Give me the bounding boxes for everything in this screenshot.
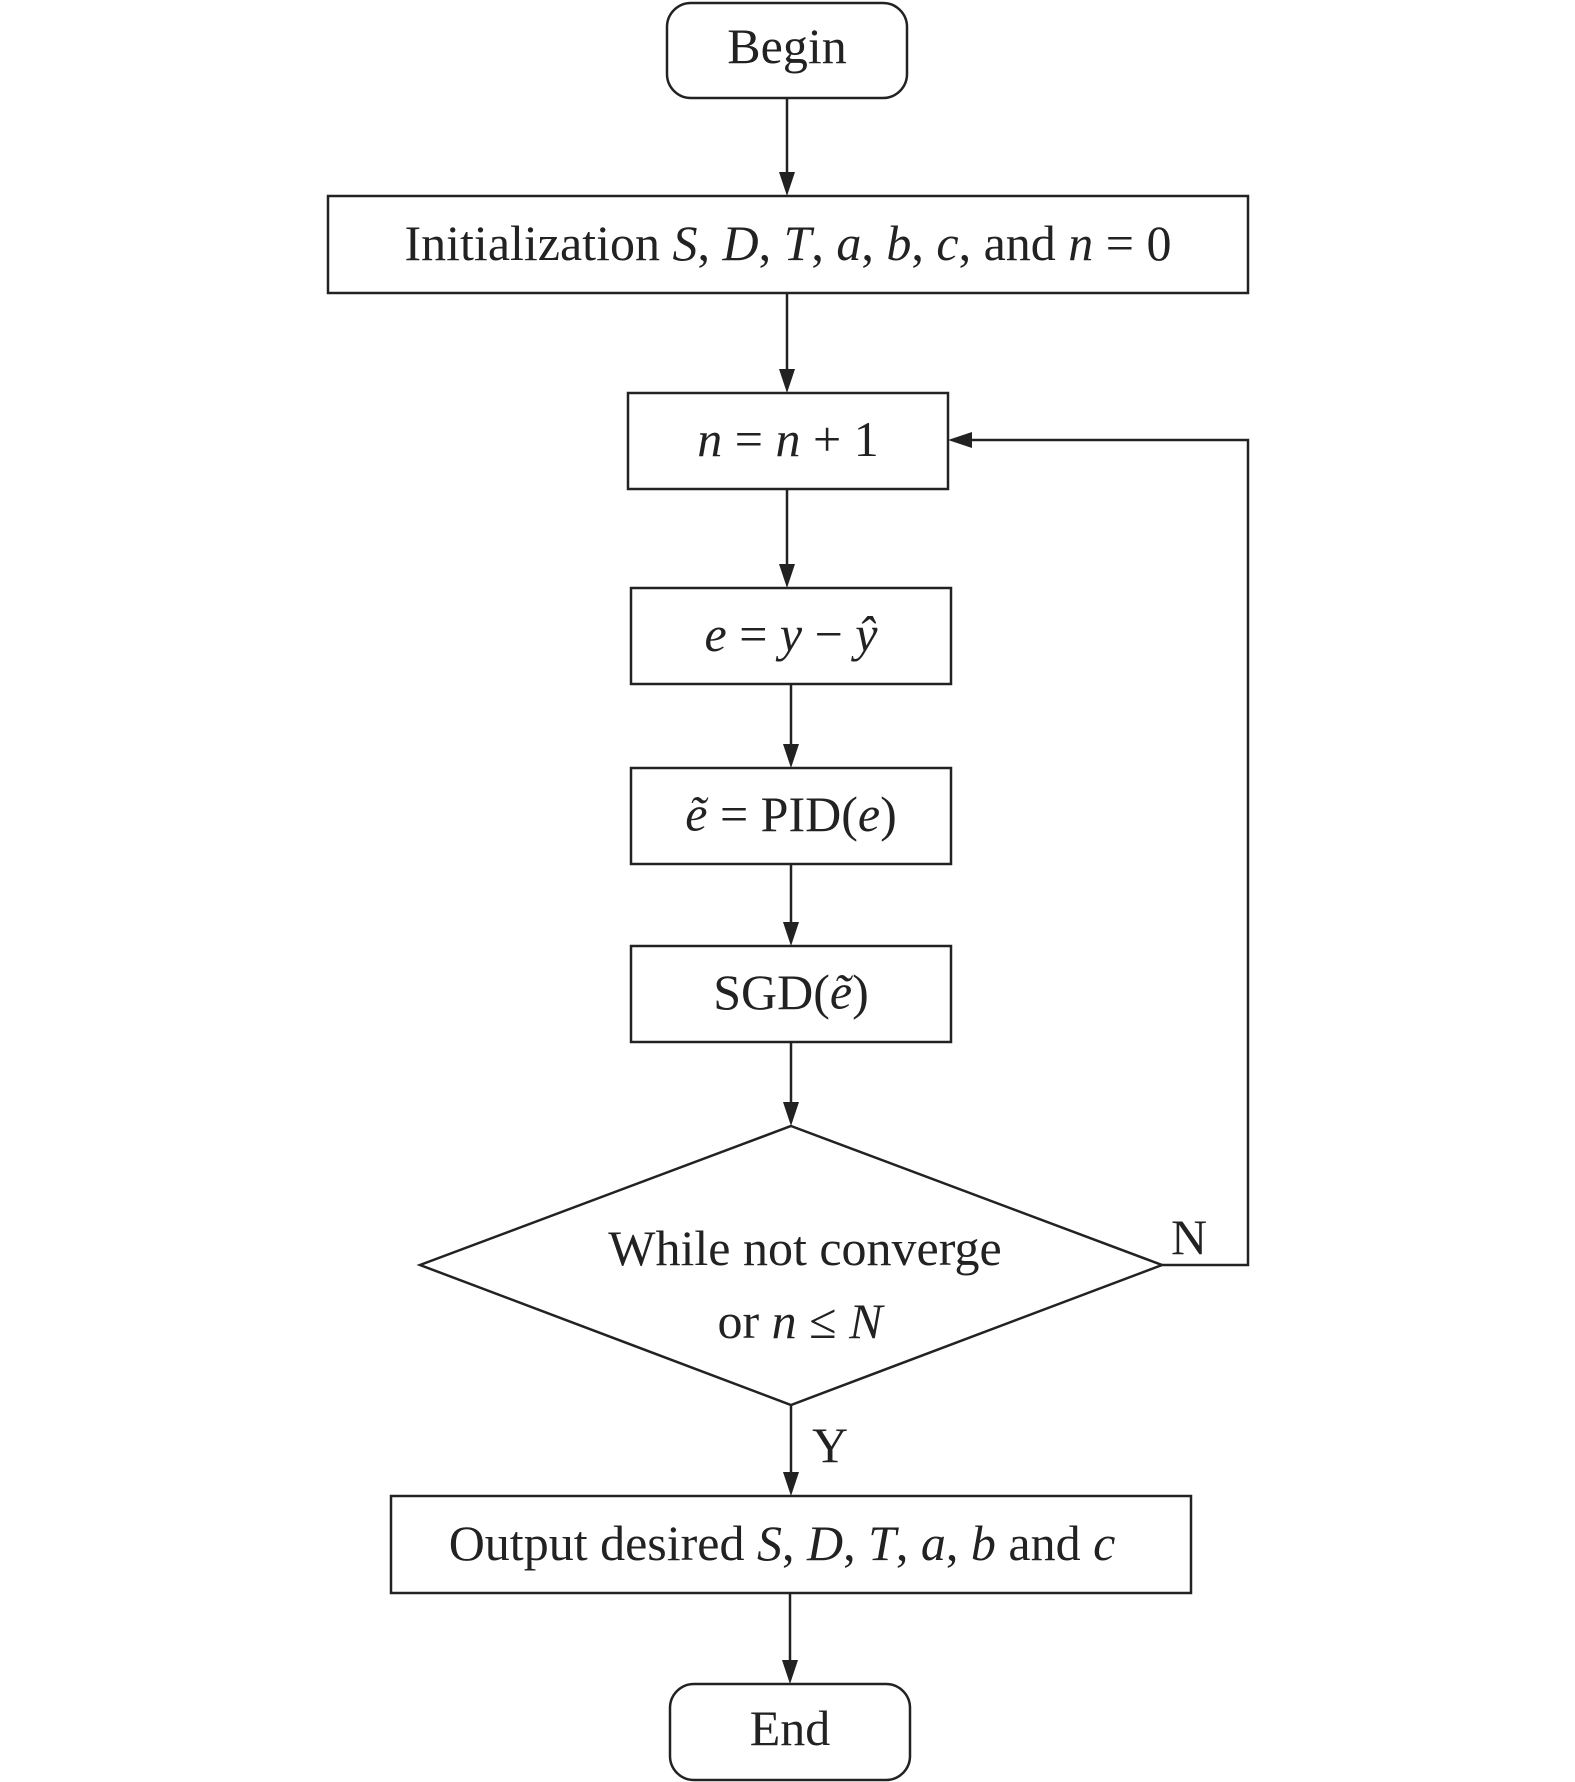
increment-label: n = n + 1 [697,411,878,467]
decision-node: While not converge or n ≤ N [416,1124,1166,1407]
edge-decision-yes-to-output [783,1405,799,1496]
edge-init-to-increment [779,293,795,393]
begin-node: Begin [665,1,909,100]
edge-increment-to-error [779,489,795,588]
output-label: Output desired S, D, T, a, b and c [449,1515,1116,1571]
edge-sgd-to-decision [783,1042,799,1126]
edge-begin-to-init [779,98,795,196]
edge-pid-to-sgd [783,864,799,946]
increment-node: n = n + 1 [626,391,950,491]
pid-node: ẽ = PID(e) [629,766,953,866]
init-label: Initialization S, D, T, a, b, c, and n =… [405,215,1172,271]
sgd-node: SGD(ẽ) [629,944,953,1044]
error-node: e = y − ŷ [629,586,953,686]
edge-label-no: N [1171,1209,1207,1265]
begin-label: Begin [727,18,846,74]
end-node: End [668,1682,912,1782]
edge-error-to-pid [783,684,799,768]
edge-output-to-end [782,1593,798,1684]
pid-label: ẽ = PID(e) [685,786,896,842]
edge-label-yes: Y [812,1417,848,1473]
sgd-label: SGD(ẽ) [713,964,869,1020]
init-node: Initialization S, D, T, a, b, c, and n =… [326,194,1250,295]
error-label: e = y − ŷ [704,606,878,662]
decision-line2: or n ≤ N [718,1293,886,1349]
decision-line1: While not converge [608,1220,1001,1276]
output-node: Output desired S, D, T, a, b and c [389,1494,1193,1595]
end-label: End [750,1700,831,1756]
edge-decision-no-loop [948,432,1250,1267]
